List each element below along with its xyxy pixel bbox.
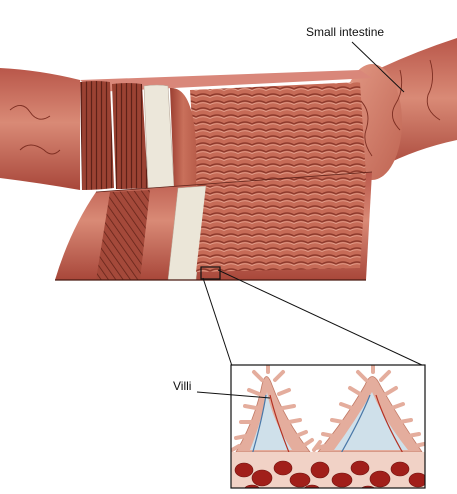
glandular-cells	[234, 460, 425, 488]
circular-muscle-ring	[80, 81, 114, 190]
lumen-wall	[190, 82, 366, 186]
callout-line	[217, 269, 425, 367]
mucosa-lower	[196, 176, 366, 272]
villus-core	[250, 392, 292, 450]
longitudinal-muscle-layer	[96, 190, 150, 280]
surface-vein	[359, 99, 373, 157]
surface-vein	[9, 105, 51, 120]
villus-core	[334, 392, 408, 450]
villi-inset	[231, 365, 425, 488]
label-small-intestine: Small intestine	[306, 25, 384, 39]
blood-vessel-red	[375, 394, 405, 456]
tube-left-segment	[0, 68, 80, 190]
cutaway-section	[55, 70, 373, 281]
microvilli	[314, 365, 425, 450]
surface-vein	[19, 144, 61, 155]
blood-vessel-blue	[339, 394, 371, 456]
surface-vein	[391, 69, 403, 131]
submucosa-ring	[143, 84, 175, 189]
surface-vein	[426, 59, 441, 121]
zoom-box	[230, 364, 426, 489]
cutaway-edge	[95, 171, 373, 193]
blood-vessel-blue	[251, 394, 267, 456]
microvilli	[231, 365, 322, 452]
sample-region-marker	[200, 266, 221, 280]
callout-line	[202, 277, 233, 367]
leader-small-intestine	[351, 41, 405, 93]
blood-vessel-red	[269, 394, 291, 456]
leader-villi	[196, 391, 271, 399]
circular-muscle-ring	[112, 83, 148, 189]
label-villi: Villi	[173, 379, 191, 393]
lumen-opening	[170, 87, 197, 186]
